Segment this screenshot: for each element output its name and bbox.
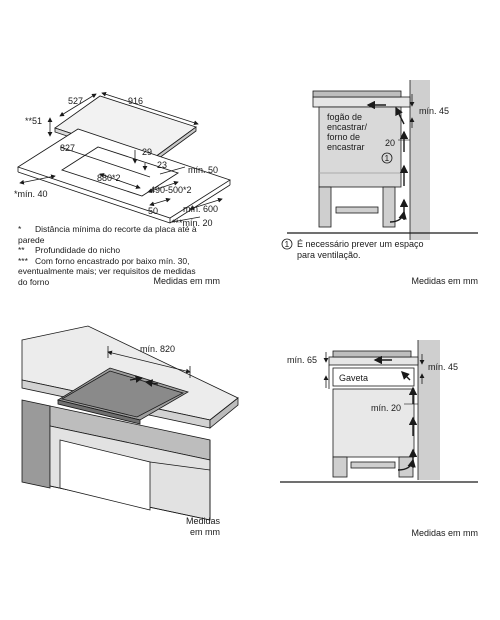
dim-23: 23 (157, 160, 167, 170)
dim-min-45: mín. 45 (428, 362, 458, 372)
footnotes: *Distância mínima do recorte da placa at… (18, 224, 198, 287)
dim-min-40: *mín. 40 (14, 189, 48, 199)
appliance-label-4: encastrar (327, 142, 365, 152)
panel-perspective-cabinet (21, 325, 239, 521)
dim-490-500: 490-500*2 (150, 185, 192, 195)
footnote-2: **Profundidade do nicho (18, 245, 121, 255)
appliance-box (318, 106, 402, 188)
appliance-label-2: encastrar/ (327, 122, 368, 132)
wall (410, 80, 430, 240)
dim-827: 827 (60, 143, 75, 153)
panel4-labels: mín. 65 mín. 45 Gaveta mín. 20 (287, 355, 458, 413)
worktop (312, 96, 411, 108)
note-marker: 1 (285, 239, 290, 249)
dim-916: 916 (128, 96, 143, 106)
dim-50: 50 (148, 206, 158, 216)
dim-min-50: mín. 50 (188, 165, 218, 175)
dim-min-65: mín. 65 (287, 355, 317, 365)
dim-527: 527 (68, 96, 83, 106)
dim-880: 880*2 (97, 173, 121, 183)
panel1-labels: 527 916 **51 827 29 23 880*2 mín. 50 490… (14, 96, 218, 228)
oven-cavity (59, 439, 151, 511)
wall (418, 340, 440, 480)
footnote-3: ***Com forno encastrado por baixo mín. 3… (18, 255, 196, 287)
worktop (328, 356, 419, 366)
panel2-labels: fogão de encastrar/ forno de encastrar m… (281, 106, 449, 250)
appliance-label-1: fogão de (327, 112, 362, 122)
panel-side-section-drawer (280, 340, 478, 483)
appliance-label-3: forno de (327, 132, 360, 142)
cabinet-front (21, 399, 51, 489)
dim-min-20: ***mín. 20 (172, 218, 213, 228)
dim-51: **51 (25, 116, 42, 126)
panel4-caption: Medidas em mm (411, 528, 478, 538)
panel3-caption: Medidas em mm (185, 516, 220, 537)
dim-20: 20 (385, 138, 395, 148)
dim-min-20: mín. 20 (371, 403, 401, 413)
dim-min-600: mín. 600 (183, 204, 218, 214)
dim-min-820: mín. 820 (140, 344, 175, 354)
panel-cutout-dimensions (17, 91, 231, 224)
footnote-1: *Distância mínima do recorte da placa at… (18, 224, 197, 245)
drawer-label: Gaveta (339, 373, 368, 383)
panel1-caption: Medidas em mm (153, 276, 220, 286)
ventilation-note: É necessário prever um espaço para venti… (297, 239, 424, 260)
drawer (332, 367, 415, 387)
dim-min-45: mín. 45 (419, 106, 449, 116)
ventilation-marker: 1 (385, 153, 390, 163)
panel2-caption: Medidas em mm (411, 276, 478, 286)
panel3-labels: mín. 820 (140, 344, 175, 354)
panel-side-section-appliance (287, 80, 478, 240)
dim-29: 29 (142, 147, 152, 157)
